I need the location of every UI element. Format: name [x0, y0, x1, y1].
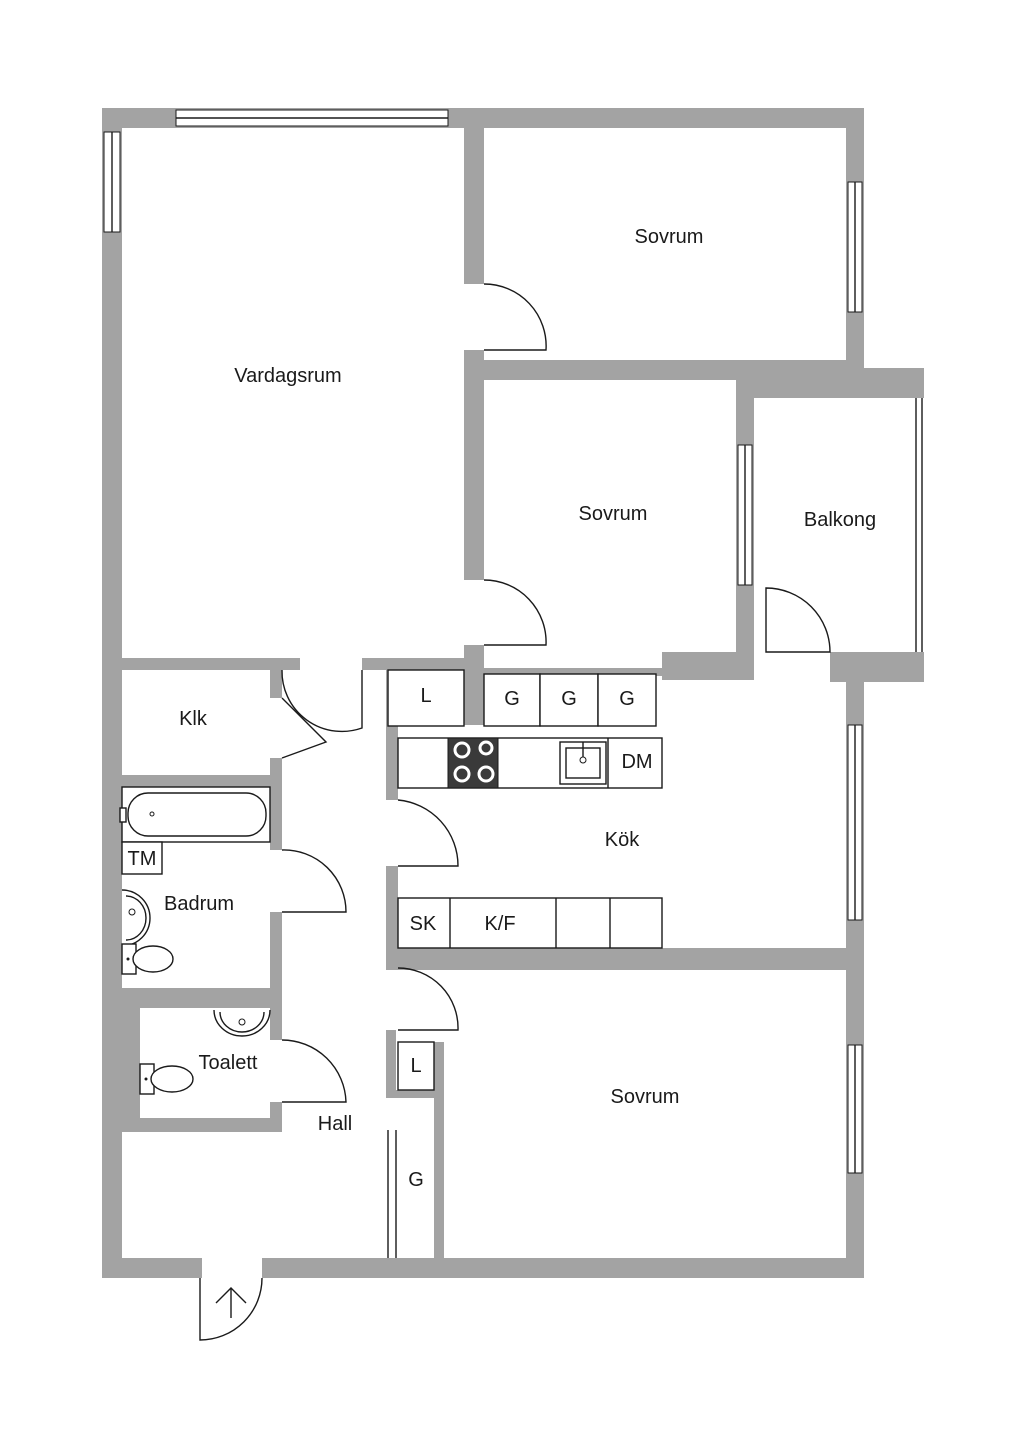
hall-closets: [397, 1041, 435, 1091]
sink-icon: [559, 741, 607, 785]
fixture-label-g2: G: [561, 688, 577, 710]
doors: [199, 283, 831, 1341]
fixture-label-l-kitchen: L: [420, 685, 431, 707]
fixture-labels: L G G G DM SK K/F TM L G: [128, 685, 653, 1191]
bathtub-icon: [119, 786, 271, 843]
fixture-label-g1: G: [504, 688, 520, 710]
fixture-label-g-hall: G: [408, 1169, 424, 1191]
room-label-sovrum-middle: Sovrum: [579, 503, 648, 525]
room-label-badrum: Badrum: [164, 893, 234, 915]
bathroom-fixtures: [119, 786, 271, 1095]
toilet-room-icon: [139, 1063, 194, 1095]
room-label-sovrum-bottom: Sovrum: [611, 1086, 680, 1108]
room-label-balkong: Balkong: [804, 509, 876, 531]
room-label-klk: Klk: [179, 708, 208, 730]
toilet-icon: [121, 943, 174, 975]
room-label-sovrum-top: Sovrum: [635, 226, 704, 248]
toilet-washbasin-icon: [213, 1009, 271, 1037]
kitchen-fixtures: [387, 669, 663, 949]
room-label-hall: Hall: [318, 1113, 352, 1135]
fixture-label-l-hall: L: [410, 1055, 421, 1077]
fixture-label-dm: DM: [621, 751, 652, 773]
windows: [103, 109, 923, 1174]
fixture-label-tm: TM: [128, 848, 157, 870]
room-labels: Vardagsrum Sovrum Sovrum Balkong Klk Kök…: [164, 226, 876, 1135]
fixture-label-sk: SK: [410, 913, 437, 935]
room-label-toalett: Toalett: [199, 1052, 258, 1074]
room-label-kok: Kök: [605, 829, 640, 851]
fixture-label-kf: K/F: [484, 913, 515, 935]
fixture-label-g3: G: [619, 688, 635, 710]
arrow-up-icon: [215, 1287, 247, 1318]
room-label-vardagsrum: Vardagsrum: [234, 365, 341, 387]
washbasin-icon: [121, 889, 151, 947]
